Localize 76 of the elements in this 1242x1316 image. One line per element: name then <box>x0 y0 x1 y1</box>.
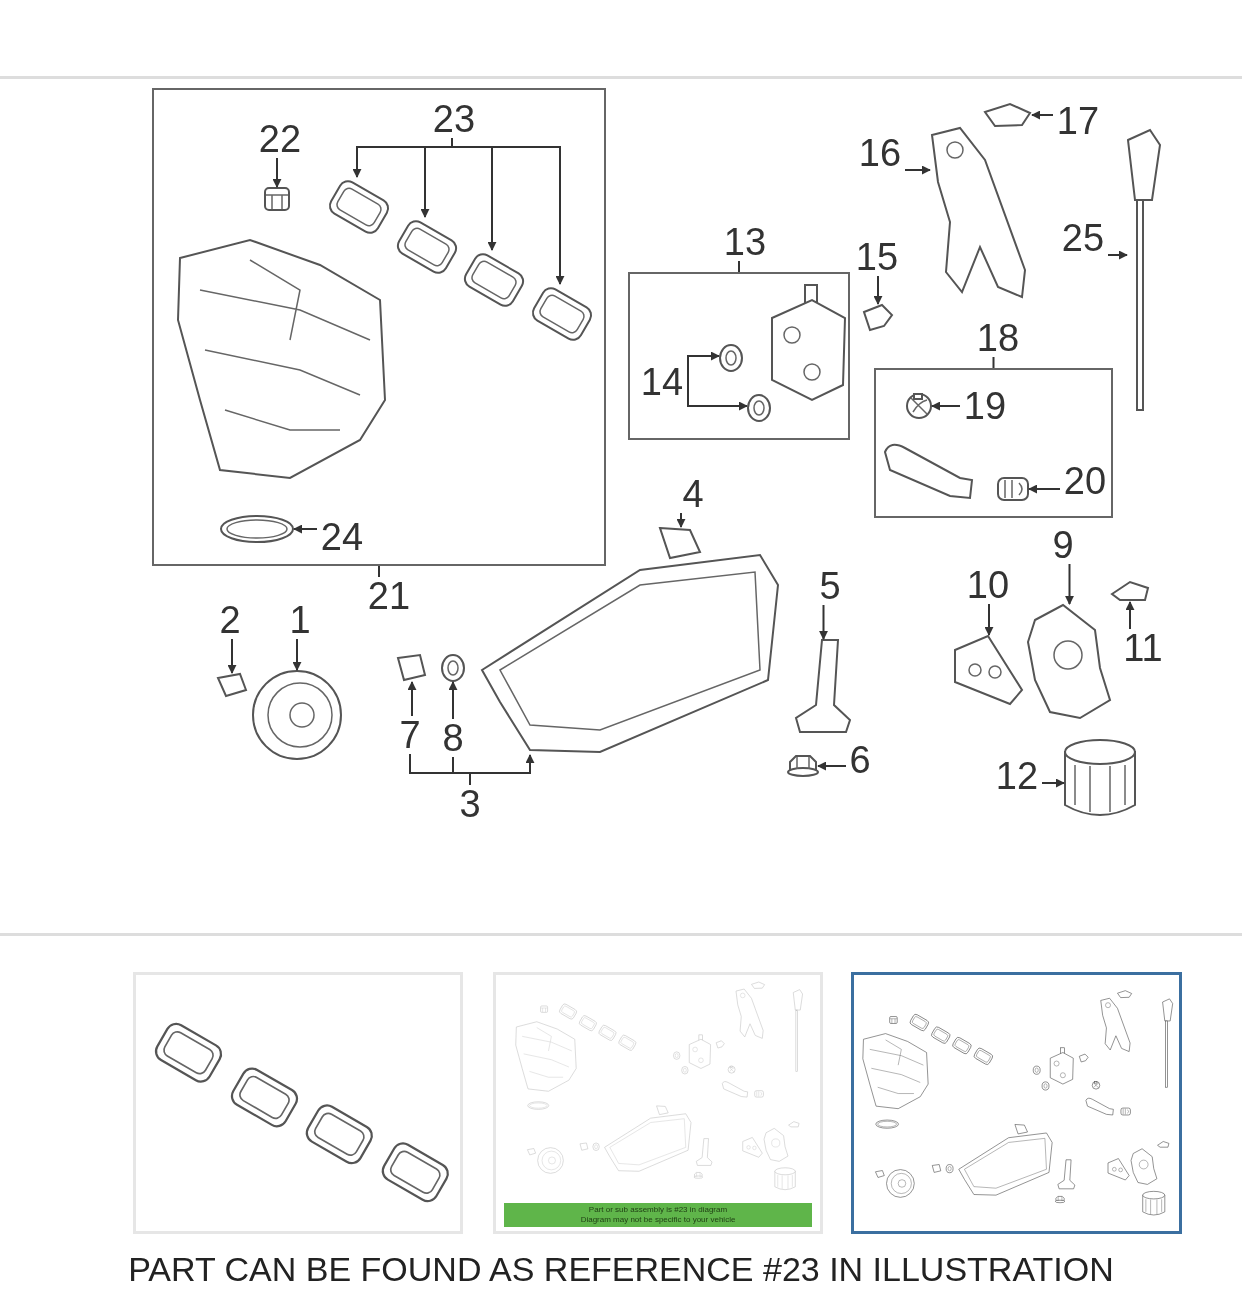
callout-number: 24 <box>317 518 367 556</box>
callout-number: 19 <box>960 387 1010 425</box>
washer-drawing <box>441 654 465 682</box>
bolt-drawing <box>1111 581 1149 602</box>
clip-drawing <box>997 477 1029 501</box>
callout-number: 2 <box>216 601 244 639</box>
leader-line <box>293 524 318 534</box>
cap-drawing <box>264 187 290 211</box>
callout-number: 4 <box>679 475 707 513</box>
callout-number: 17 <box>1053 102 1103 140</box>
callout-number: 10 <box>963 566 1013 604</box>
callout-number: 9 <box>1049 526 1077 564</box>
callout-number: 7 <box>396 716 424 754</box>
callout-number: 22 <box>255 120 305 158</box>
oil-pump-drawing <box>1027 604 1112 720</box>
leader-line <box>272 157 282 188</box>
leader-line <box>407 681 417 717</box>
bolt-drawing <box>217 673 247 697</box>
callout-number: 23 <box>429 100 479 138</box>
callout-number: 16 <box>855 134 905 172</box>
bracket-drawing <box>930 126 1027 299</box>
leader-line <box>1065 563 1074 605</box>
group-frame <box>874 368 1113 518</box>
callout-number: 13 <box>720 223 770 261</box>
leader-line <box>904 165 931 175</box>
gasket-drawing <box>220 515 294 543</box>
leader-line <box>873 275 883 305</box>
leader-line <box>1028 484 1061 494</box>
group-frame <box>152 88 606 566</box>
caption: PART CAN BE FOUND AS REFERENCE #23 IN ILLUSTRATION <box>127 1250 1115 1289</box>
leader-line <box>378 565 380 578</box>
bolt-drawing <box>397 654 427 682</box>
leader-line <box>686 379 748 411</box>
leader-line <box>448 681 458 720</box>
group-frame <box>628 272 850 440</box>
leader-line <box>1041 778 1065 788</box>
leader-line <box>931 401 961 411</box>
callout-number: 18 <box>973 319 1023 357</box>
callout-number: 21 <box>364 577 414 615</box>
leader-line <box>984 603 994 636</box>
callout-number: 8 <box>439 719 467 757</box>
leader-line <box>819 604 828 640</box>
callout-number: 20 <box>1060 462 1110 500</box>
leader-line <box>469 754 535 786</box>
leader-line <box>676 512 686 528</box>
bolt-drawing <box>863 304 893 331</box>
callout-number: 1 <box>286 601 314 639</box>
leader-line <box>817 761 847 771</box>
leader-line <box>738 260 740 273</box>
leader-line <box>1107 250 1128 260</box>
callout-number: 25 <box>1058 219 1108 257</box>
leader-line <box>992 356 995 369</box>
o-ring-drawing <box>719 344 743 372</box>
callout-number: 12 <box>992 757 1042 795</box>
callout-number: 11 <box>1118 629 1168 667</box>
leader-line <box>1125 601 1135 630</box>
bracket-drawing <box>954 635 1024 706</box>
callout-number: 6 <box>846 741 874 779</box>
callout-number: 14 <box>637 363 687 401</box>
pulley-drawing <box>252 670 342 760</box>
leader-line <box>451 137 565 285</box>
callout-number: 3 <box>456 785 484 823</box>
notice-text: Part or sub assembly is #23 in diagram <box>588 1205 728 1215</box>
o-ring-drawing <box>747 394 771 422</box>
leader-line <box>227 638 237 674</box>
strainer-drawing <box>795 639 852 734</box>
leader-line <box>292 638 302 671</box>
leader-line <box>686 351 720 381</box>
dipstick-drawing <box>1127 129 1161 412</box>
notice-text: Diagram may not be specific to your vehicle <box>580 1215 736 1225</box>
oil-pan-drawing <box>480 527 780 755</box>
clamp-drawing <box>906 393 932 419</box>
callout-number: 5 <box>816 567 844 605</box>
callout-number: 15 <box>852 238 902 276</box>
leader-line <box>1031 110 1054 120</box>
plug-drawing <box>787 755 818 777</box>
